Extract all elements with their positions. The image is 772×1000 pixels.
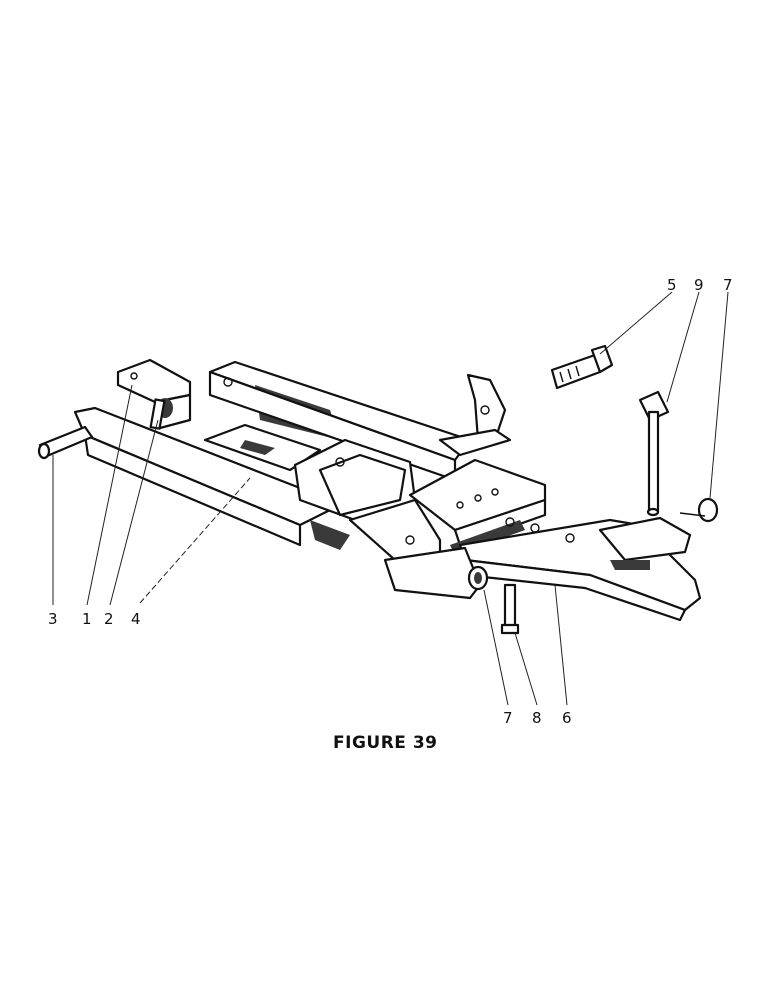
handled-pin <box>638 390 670 517</box>
hitch-bolt <box>550 344 614 390</box>
callout-5: 5 <box>667 276 677 294</box>
center-plate <box>203 423 322 472</box>
swinging-drawbar <box>458 516 702 622</box>
rear-upright-bracket <box>438 373 512 457</box>
figure-caption: FIGURE 39 <box>333 733 437 753</box>
callout-8: 8 <box>532 709 542 727</box>
leader-lines <box>52 291 729 706</box>
pivot-pin <box>37 425 94 460</box>
rear-frame <box>208 360 472 482</box>
left-drawbar-arm <box>73 406 332 547</box>
lower-slide-block <box>383 546 482 600</box>
callout-9: 9 <box>694 276 704 294</box>
callout-7-lower: 7 <box>503 709 513 727</box>
drawbar-pin <box>500 583 520 635</box>
locking-pin <box>149 398 166 430</box>
callout-3: 3 <box>48 610 58 628</box>
callout-4: 4 <box>131 610 141 628</box>
callout-6: 6 <box>562 709 572 727</box>
callout-7-upper: 7 <box>723 276 733 294</box>
callout-2: 2 <box>104 610 114 628</box>
callout-labels: 3 1 2 4 5 9 7 7 8 6 <box>48 276 733 727</box>
callout-1: 1 <box>82 610 92 628</box>
linch-pin-upper <box>679 497 719 523</box>
linch-pin-lower <box>467 565 489 591</box>
